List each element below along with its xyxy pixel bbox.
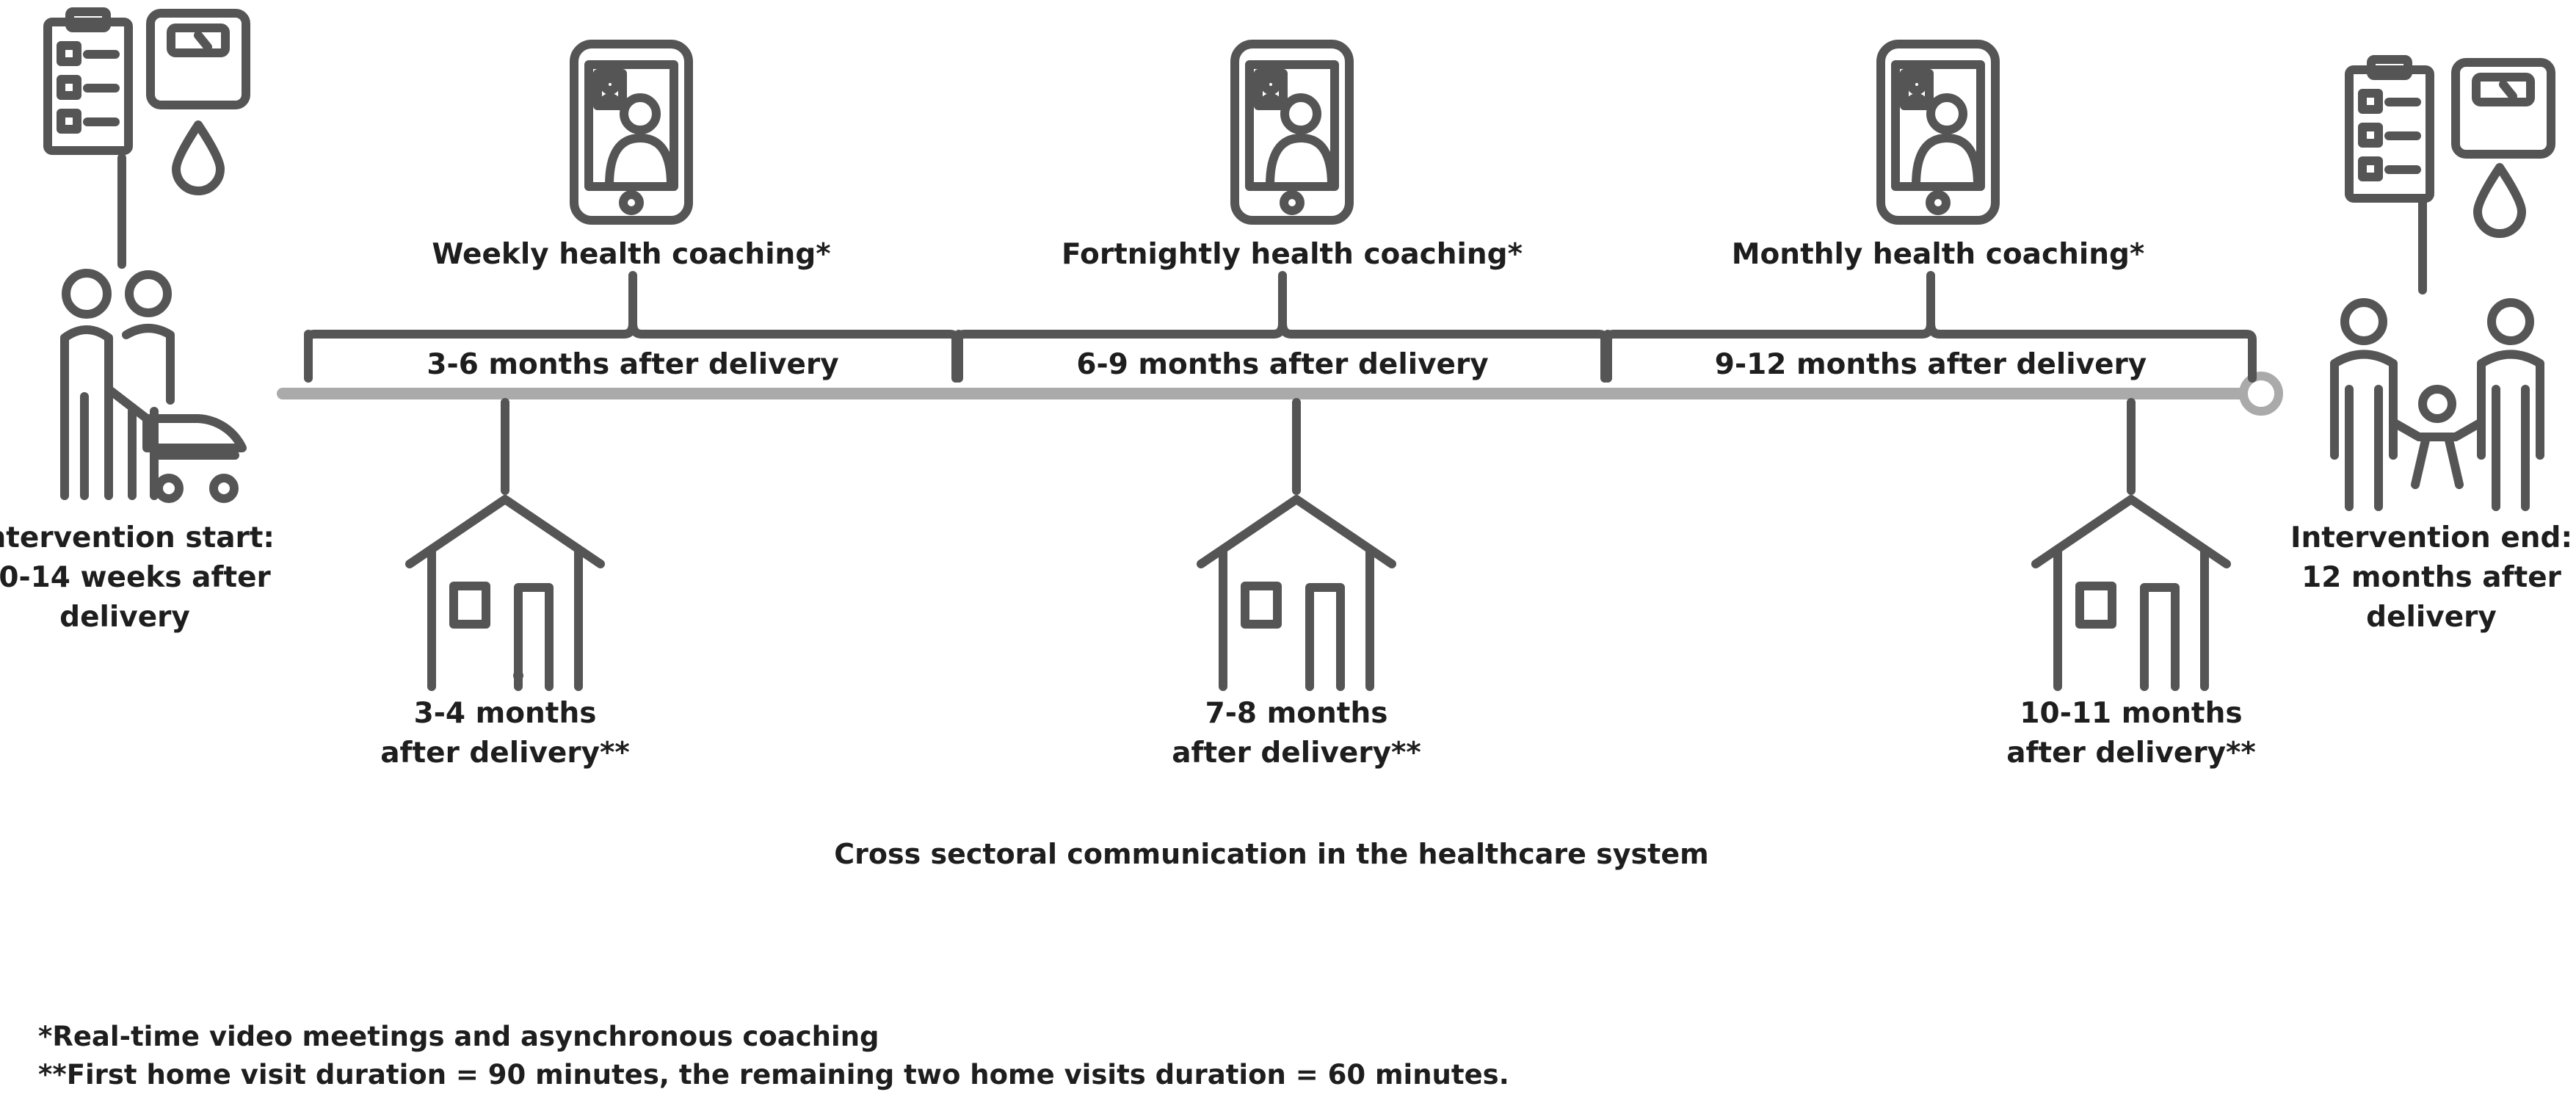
blood-drop-icon bbox=[172, 120, 225, 195]
home-visit-2-line-2: after delivery** bbox=[1172, 737, 1421, 770]
clipboard-icon bbox=[2345, 55, 2434, 203]
weighing-scale-icon bbox=[146, 9, 250, 109]
weighing-scale-icon bbox=[2451, 58, 2555, 159]
period-label-3: 9-12 months after delivery bbox=[1714, 348, 2147, 381]
start-line-1: Intervention start: bbox=[0, 521, 275, 554]
period-brace-3 bbox=[1603, 271, 2257, 383]
coaching-label-monthly: Monthly health coaching* bbox=[1731, 238, 2145, 271]
house-icon bbox=[1197, 495, 1396, 691]
home-visit-label-1: 3-4 months after delivery** bbox=[380, 694, 630, 773]
blood-drop-icon bbox=[2473, 163, 2526, 238]
coaching-label-fortnightly: Fortnightly health coaching* bbox=[1062, 238, 1523, 271]
footnote-2: **First home visit duration = 90 minutes… bbox=[38, 1059, 1509, 1091]
tablet-video-call-icon bbox=[570, 40, 693, 225]
footnote-1: *Real-time video meetings and asynchrono… bbox=[38, 1021, 879, 1052]
diagram-caption: Cross sectoral communication in the heal… bbox=[834, 838, 1709, 870]
parents-with-stroller-icon bbox=[60, 269, 247, 503]
tablet-video-call-icon bbox=[1230, 40, 1354, 225]
clipboard-icon bbox=[43, 7, 133, 155]
home-visit-label-3: 10-11 months after delivery** bbox=[2006, 694, 2256, 773]
end-line-1: Intervention end: bbox=[2290, 521, 2573, 554]
home-visit-label-2: 7-8 months after delivery** bbox=[1172, 694, 1421, 773]
period-label-1: 3-6 months after delivery bbox=[427, 348, 839, 381]
house-icon bbox=[405, 495, 605, 691]
end-line-2: 12 months after bbox=[2301, 561, 2561, 594]
home-visit-1-line-2: after delivery** bbox=[380, 737, 630, 770]
coaching-label-weekly: Weekly health coaching* bbox=[432, 238, 831, 271]
intervention-start-label: Intervention start: 10-14 weeks after de… bbox=[0, 518, 275, 637]
end-line-3: delivery bbox=[2366, 601, 2497, 634]
period-label-2: 6-9 months after delivery bbox=[1076, 348, 1489, 381]
tablet-video-call-icon bbox=[1876, 40, 2000, 225]
start-line-2: 10-14 weeks after bbox=[0, 561, 271, 594]
parents-with-child-icon bbox=[2330, 298, 2544, 511]
timeline-end-marker bbox=[2239, 372, 2283, 416]
house-icon bbox=[2031, 495, 2231, 691]
home-visit-2-line-1: 7-8 months bbox=[1205, 697, 1388, 730]
home-visit-3-line-1: 10-11 months bbox=[2020, 697, 2243, 730]
intervention-end-label: Intervention end: 12 months after delive… bbox=[2290, 518, 2572, 637]
home-visit-1-line-1: 3-4 months bbox=[413, 697, 597, 730]
start-line-3: delivery bbox=[59, 601, 190, 634]
home-visit-3-line-2: after delivery** bbox=[2006, 737, 2256, 770]
